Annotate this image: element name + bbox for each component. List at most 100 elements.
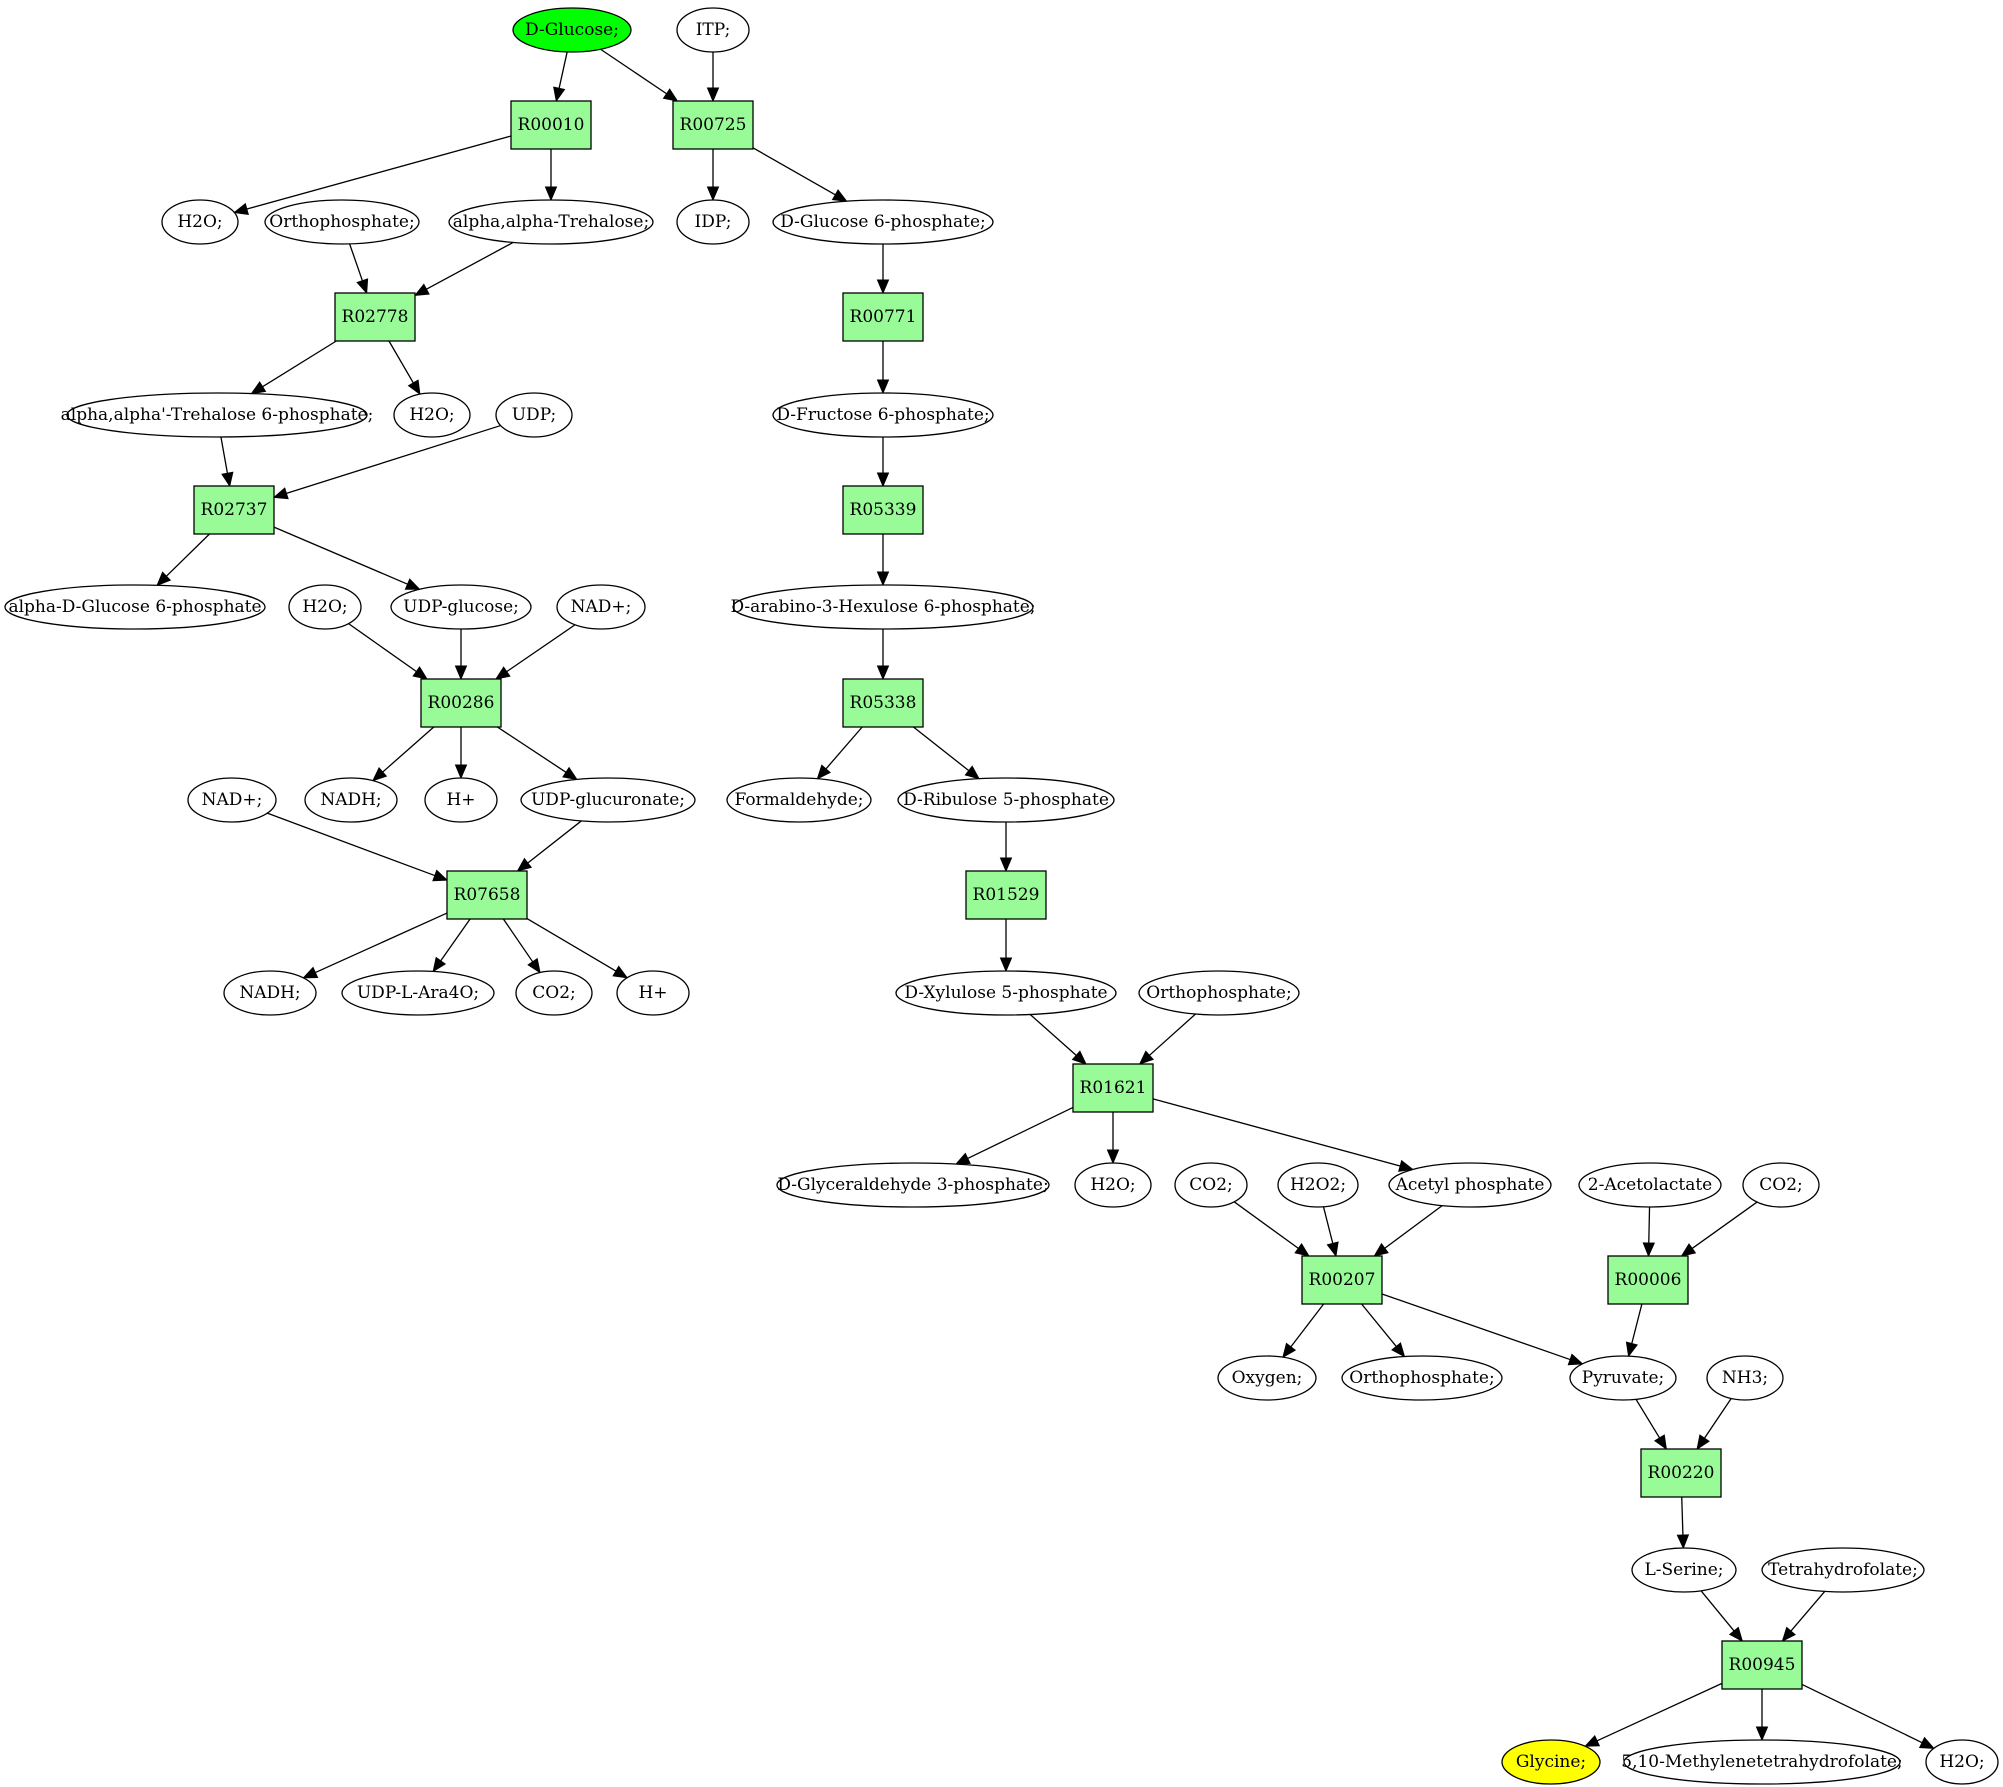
compound-node-formaldehyde[interactable]: Formaldehyde; [726,777,872,823]
compound-node-co2-2[interactable]: CO2; [1174,1162,1248,1208]
compound-node-nh3[interactable]: NH3; [1706,1355,1784,1401]
reaction-node-r00006[interactable]: R00006 [1607,1255,1689,1305]
compound-node-thf[interactable]: Tetrahydrofolate; [1761,1547,1925,1593]
compound-ellipse [726,777,872,823]
arrowhead [964,765,980,780]
compound-node-nadh-2[interactable]: NADH; [223,970,317,1016]
edge-line [1149,1013,1196,1056]
compound-node-hexulose6p[interactable]: D-arabino-3-Hexulose 6-phosphate; [730,584,1036,630]
compound-ellipse [676,7,750,53]
compound-label: H2O; [409,405,454,425]
reaction-node-r00010[interactable]: R00010 [510,100,592,150]
edge-r07658-to-c-hplus-2 [526,918,629,979]
reaction-node-r00286[interactable]: R00286 [420,678,502,728]
compound-node-udpglucose[interactable]: UDP-glucose; [390,584,532,630]
compound-node-pyruvate[interactable]: Pyruvate; [1569,1355,1677,1401]
arrowhead [1282,1342,1297,1359]
compound-node-h2o-4[interactable]: H2O; [1074,1162,1152,1208]
compound-node-itp[interactable]: ITP; [676,7,750,53]
compound-node-idp[interactable]: IDP; [676,199,750,245]
reaction-node-r05338[interactable]: R05338 [842,678,924,728]
edge-r00725-to-c-idp [706,149,720,202]
compound-ellipse [1631,1547,1737,1593]
edge-line [262,340,337,388]
compound-node-h2o2[interactable]: H2O2; [1277,1162,1359,1208]
reaction-box [1301,1255,1383,1305]
reaction-box [510,100,592,150]
compound-node-h2o-1[interactable]: H2O; [161,199,239,245]
reaction-node-r01621[interactable]: R01621 [1072,1063,1154,1113]
compound-node-lserine[interactable]: L-Serine; [1631,1547,1737,1593]
edge-c-pyruvate-to-r00220 [1635,1398,1668,1451]
compound-node-h2o-3[interactable]: H2O; [288,584,362,630]
reaction-node-r00945[interactable]: R00945 [1721,1640,1803,1690]
arrowhead [1728,1626,1744,1642]
arrowhead [706,87,720,103]
compound-node-xu5p[interactable]: D-Xylulose 5-phosphate [895,970,1117,1016]
compound-node-hplus-2[interactable]: H+ [616,970,690,1016]
compound-label: H+ [446,790,475,810]
compound-ellipse [161,199,239,245]
reaction-node-r07658[interactable]: R07658 [446,870,528,920]
reaction-node-r00220[interactable]: R00220 [1640,1448,1722,1498]
compound-node-orthophosphate-1[interactable]: Orthophosphate; [264,199,420,245]
arrowhead [407,379,421,396]
edge-c-co2-2-to-r00207 [1233,1201,1310,1257]
compound-node-trehalose[interactable]: alpha,alpha-Trehalose; [448,199,654,245]
edge-r00220-to-c-lserine [1676,1496,1690,1550]
compound-node-gap[interactable]: D-Glyceraldehyde 3-phosphate; [776,1162,1050,1208]
compound-node-acetylp[interactable]: Acetyl phosphate [1388,1162,1552,1208]
edge-c-h2o2-to-r00207 [1322,1206,1339,1258]
edge-line [502,918,534,963]
arrowhead [1398,1159,1414,1172]
compound-node-nad-2[interactable]: NAD+; [187,777,277,823]
reaction-box [672,100,754,150]
reaction-node-r00207[interactable]: R00207 [1301,1255,1383,1305]
compound-node-orthophosphate-3[interactable]: Orthophosphate; [1341,1355,1503,1401]
edge-line [1635,1398,1661,1439]
compound-node-hplus-1[interactable]: H+ [424,777,498,823]
edge-line [267,812,436,877]
reaction-node-r02737[interactable]: R02737 [193,485,275,535]
compound-ellipse [66,392,368,438]
compound-label: H2O; [177,212,222,232]
compound-node-co2-1[interactable]: CO2; [515,970,593,1016]
compound-label: UDP-glucose; [403,597,519,617]
compound-node-glycine[interactable]: Glycine; [1501,1739,1601,1785]
arrowhead [412,666,429,680]
compound-node-acetolactate[interactable]: 2-Acetolactate [1578,1162,1722,1208]
reaction-node-r00725[interactable]: R00725 [672,100,754,150]
compound-node-udp[interactable]: UDP; [495,392,573,438]
arrowhead [454,764,468,780]
edge-line [1681,1496,1684,1536]
reaction-label: R00010 [518,115,585,135]
arrowhead [954,1152,971,1165]
compound-node-udplara4o[interactable]: UDP-L-Ara4O; [341,970,495,1016]
reaction-node-r02778[interactable]: R02778 [334,292,416,342]
compound-node-orthophosphate-2[interactable]: Orthophosphate; [1138,970,1300,1016]
compound-node-h2o-2[interactable]: H2O; [393,392,471,438]
arrowhead [432,956,447,973]
compound-node-trehalose6p[interactable]: alpha,alpha'-Trehalose 6-phosphate; [61,392,374,438]
compound-node-udpglucuronate[interactable]: UDP-glucuronate; [520,777,696,823]
compound-node-dglucose[interactable]: D-Glucose; [512,7,632,53]
compound-node-nad-1[interactable]: NAD+; [556,584,646,630]
compound-node-f6p[interactable]: D-Fructose 6-phosphate; [772,392,994,438]
compound-node-h2o-5[interactable]: H2O; [1925,1739,1999,1785]
arrowhead [562,766,578,781]
compound-node-ru5p[interactable]: D-Ribulose 5-phosphate [897,777,1115,823]
compound-node-methylenethf[interactable]: 5,10-Methylenetetrahydrofolate; [1621,1739,1903,1785]
compound-node-nadh-1[interactable]: NADH; [304,777,398,823]
reaction-node-r01529[interactable]: R01529 [965,870,1047,920]
compound-ellipse [895,970,1117,1016]
compound-node-g6p[interactable]: D-Glucose 6-phosphate; [772,199,994,245]
compound-node-oxygen[interactable]: Oxygen; [1217,1355,1317,1401]
compound-ellipse [520,777,696,823]
reaction-node-r05339[interactable]: R05339 [842,485,924,535]
compound-node-adg6p[interactable]: alpha-D-Glucose 6-phosphate [4,584,266,630]
compound-node-co2-3[interactable]: CO2; [1742,1162,1820,1208]
reaction-node-r00771[interactable]: R00771 [842,292,924,342]
edge-c-udp-to-r02737 [272,424,501,500]
edge-r01529-to-c-xu5p [999,919,1013,973]
